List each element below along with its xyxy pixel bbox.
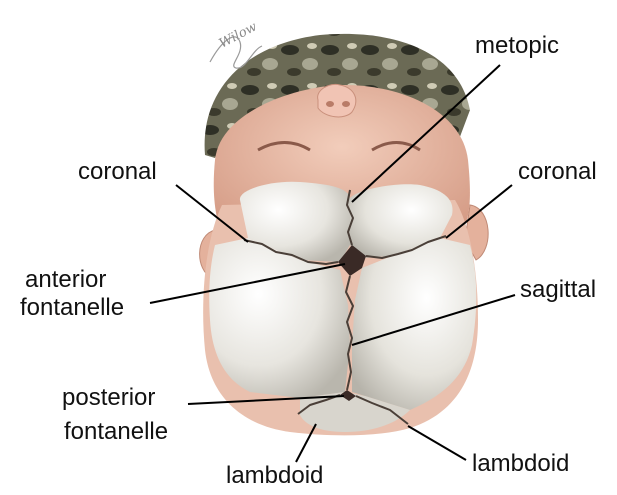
label-anterior-fontanelle-line1: anterior xyxy=(25,266,106,293)
nose-shape xyxy=(318,84,356,117)
nostril-left xyxy=(326,101,334,107)
lambdoid-right-leader-line xyxy=(408,426,466,460)
label-coronal-left: coronal xyxy=(78,158,157,185)
label-posterior-fontanelle-line1: posterior xyxy=(62,384,155,411)
label-metopic: metopic xyxy=(475,32,559,59)
label-sagittal: sagittal xyxy=(520,276,596,303)
label-lambdoid-right: lambdoid xyxy=(472,450,569,477)
label-posterior-fontanelle-line2: fontanelle xyxy=(64,418,168,445)
label-anterior-fontanelle-line2: fontanelle xyxy=(20,294,124,321)
nostril-right xyxy=(342,101,350,107)
label-lambdoid-left: lambdoid xyxy=(226,462,323,489)
label-coronal-right: coronal xyxy=(518,158,597,185)
